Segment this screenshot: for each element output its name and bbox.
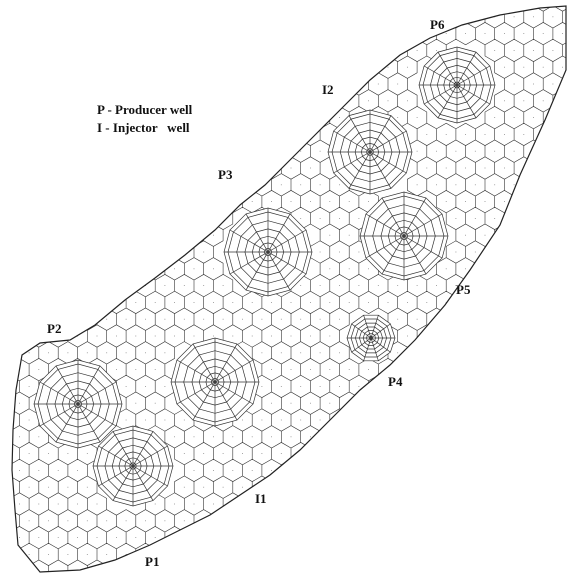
well-label-i1: I1 bbox=[255, 492, 267, 505]
legend-producer: P - Producer well bbox=[97, 103, 192, 116]
well-refinement-i1 bbox=[171, 338, 259, 426]
legend-injector: I - Injector well bbox=[97, 121, 190, 134]
well-label-p1: P1 bbox=[145, 555, 159, 568]
well-refinement-p4 bbox=[347, 315, 395, 361]
well-refinement-p1 bbox=[93, 426, 173, 506]
well-label-p4: P4 bbox=[388, 375, 402, 388]
well-label-p6: P6 bbox=[430, 18, 444, 31]
well-refinement-i2 bbox=[328, 110, 412, 194]
well-label-p2: P2 bbox=[47, 322, 61, 335]
well-label-i2: I2 bbox=[322, 83, 334, 96]
well-refinement-p3 bbox=[224, 208, 312, 296]
well-refinement-p2 bbox=[34, 360, 122, 448]
well-label-p3: P3 bbox=[218, 168, 232, 181]
well-refinement-p5 bbox=[360, 192, 448, 280]
well-label-p5: P5 bbox=[456, 283, 470, 296]
